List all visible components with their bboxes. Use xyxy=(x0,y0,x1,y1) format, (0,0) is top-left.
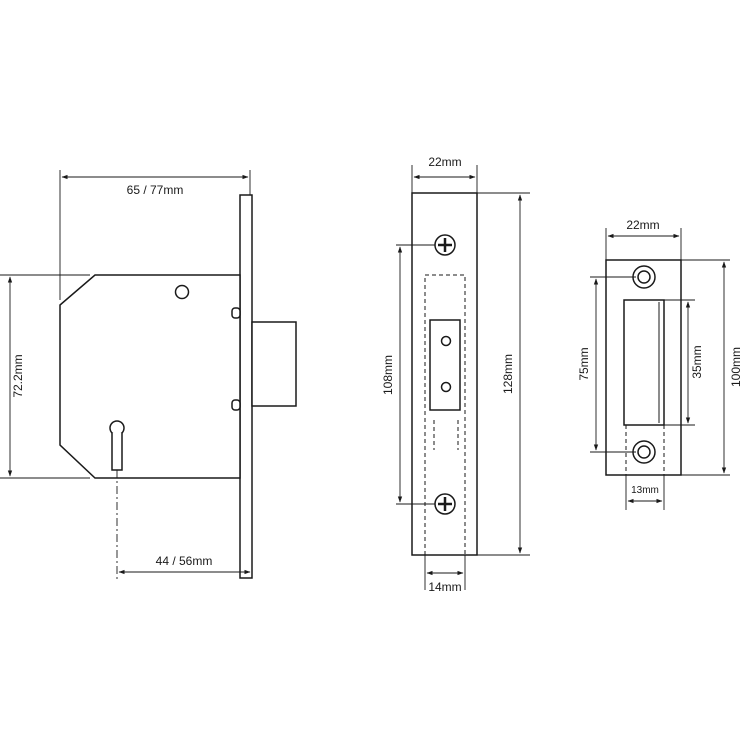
dim-label-height: 72.2mm xyxy=(11,354,25,397)
forend-hidden-case xyxy=(424,274,466,555)
lock-guide-tab-bottom xyxy=(231,399,241,411)
lock-bolt xyxy=(251,321,297,407)
dim-label-strike-length: 100mm xyxy=(729,347,743,387)
lock-case xyxy=(59,274,241,479)
dim-label-strike-screw-centres: 75mm xyxy=(577,347,591,380)
lock-body-view: 65 / 77mm 72.2mm 44 / 56mm xyxy=(0,170,297,580)
dim-label-forend-screw-centres: 108mm xyxy=(381,355,395,395)
lock-guide-tab-top xyxy=(231,307,241,319)
strike-plate-view: 22mm 75mm 35mm 100mm 13mm xyxy=(577,218,743,510)
dim-label-forend-width: 22mm xyxy=(428,155,461,169)
countersunk-hole-icon xyxy=(632,440,656,464)
screw-icon xyxy=(434,234,456,256)
dim-label-backset: 44 / 56mm xyxy=(156,554,213,568)
lock-spindle-hole xyxy=(174,284,190,300)
dim-label-forend-length: 128mm xyxy=(501,354,515,394)
strike-opening xyxy=(623,299,665,426)
dim-label-strike-opening: 35mm xyxy=(690,345,704,378)
dim-label-strike-width: 22mm xyxy=(626,218,659,232)
forend-bolt-face xyxy=(429,319,461,411)
forend-view: 22mm 108mm 128mm 14mm xyxy=(381,155,530,594)
lock-forend-plate xyxy=(239,194,253,579)
dim-label-forend-case-width: 14mm xyxy=(428,580,461,594)
countersunk-hole-icon xyxy=(632,265,656,289)
screw-icon xyxy=(434,493,456,515)
dim-label-strike-bottom: 13mm xyxy=(631,485,659,496)
keyhole-icon xyxy=(109,420,125,471)
dim-label-overall-width: 65 / 77mm xyxy=(127,183,184,197)
forend-bolt-hole xyxy=(440,381,452,393)
forend-bolt-hole xyxy=(440,335,452,347)
strike-hidden-box xyxy=(625,425,665,475)
